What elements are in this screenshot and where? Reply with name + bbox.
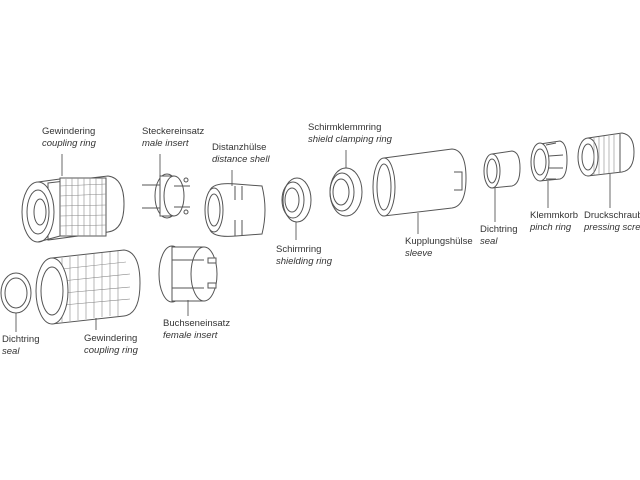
sleeve-part (373, 149, 466, 216)
seal-right-part (484, 151, 520, 188)
label-pressing-screw: Druckschraubepressing screw (584, 210, 640, 233)
shield-clamping-ring-part (330, 168, 362, 216)
leader-lines (15, 150, 611, 332)
pinch-ring-part (531, 141, 567, 181)
female-insert-part (159, 246, 217, 302)
coupling-ring-female-part (36, 250, 140, 324)
distance-shell-part (205, 184, 265, 237)
shielding-ring-part (282, 178, 311, 222)
male-insert-part (142, 174, 190, 218)
pressing-screw-part (578, 133, 634, 176)
seal-left-part (1, 273, 31, 313)
coupling-ring-male-part (22, 176, 124, 242)
